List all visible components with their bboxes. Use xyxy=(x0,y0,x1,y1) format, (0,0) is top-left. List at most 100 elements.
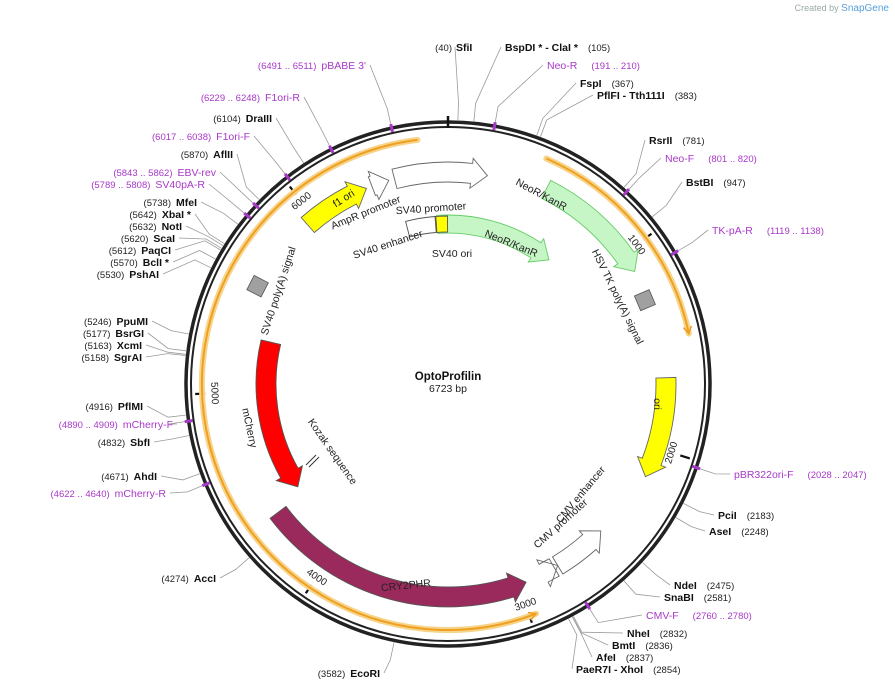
tick-label: 5000 xyxy=(208,382,220,405)
leader-line xyxy=(573,616,624,634)
orf-arc-backbone xyxy=(198,136,539,634)
leader-line xyxy=(253,135,287,176)
site-position: (4890 .. 4909) xyxy=(59,420,118,431)
restriction-site: BspDI * - ClaI *(105) xyxy=(473,42,610,122)
sv40-promoter-label: SV40 promoter xyxy=(395,200,467,217)
leader-line xyxy=(219,171,255,205)
site-position: (5870) xyxy=(181,150,208,161)
site-name: NheI xyxy=(627,628,650,640)
created-by-text: Created by xyxy=(794,3,839,13)
site-name: RsrII xyxy=(649,135,672,147)
site-name: XcmI xyxy=(117,340,142,352)
kozak-mark xyxy=(308,456,320,468)
site-name: Neo-R xyxy=(547,60,578,72)
restriction-site: BstBI(947) xyxy=(652,177,746,218)
primer-marker xyxy=(692,464,701,471)
cry2phr-label: CRY2PHR xyxy=(380,577,431,594)
site-name: AflII xyxy=(213,149,233,161)
primer-marker xyxy=(243,211,252,220)
site-name: SV40pA-R xyxy=(155,179,205,191)
site-name: NdeI xyxy=(674,580,697,592)
leader-line xyxy=(536,82,577,136)
primer-marker xyxy=(670,249,679,256)
primer-site: pBABE 3'(6491 .. 6511) xyxy=(258,60,394,133)
leader-line xyxy=(572,616,609,646)
site-name: PciI xyxy=(718,510,737,522)
leader-line xyxy=(652,181,683,218)
site-position: (2854) xyxy=(653,665,680,676)
primer-marker xyxy=(328,145,335,154)
leader-line xyxy=(698,467,731,475)
site-position: (105) xyxy=(588,43,610,54)
site-position: (5570) xyxy=(110,258,137,269)
kozak-mark xyxy=(305,454,317,466)
restriction-site: BclI *(5570) xyxy=(110,250,216,269)
leader-line xyxy=(642,562,671,586)
snapgene-branding: Created by SnapGene xyxy=(795,3,889,14)
primer-site: mCherry-F(4890 .. 4909) xyxy=(59,419,193,431)
restriction-site: AhdI (4671) xyxy=(101,471,200,483)
leader-line xyxy=(185,225,224,247)
site-name: AhdI xyxy=(134,471,157,483)
site-name: SnaBI xyxy=(664,592,694,604)
restriction-site: ScaI(5620) xyxy=(121,233,222,249)
ampr-promoter-arrow xyxy=(367,170,390,201)
leader-line xyxy=(168,421,187,425)
site-position: (4671) xyxy=(101,472,128,483)
site-name: EBV-rev xyxy=(177,167,216,179)
restriction-site: SnaBI(2581) xyxy=(623,580,731,604)
primer-site: TK-pA-R(1119 .. 1138) xyxy=(670,225,824,256)
site-position: (5177) xyxy=(83,329,110,340)
leader-line xyxy=(303,96,331,148)
leader-line xyxy=(675,517,706,532)
restriction-site: NheI (2832) xyxy=(573,616,687,640)
site-name: XbaI * xyxy=(162,209,192,221)
primer-marker xyxy=(201,481,211,488)
leader-line xyxy=(153,435,190,443)
site-labels: SfiI(40)BspDI * - ClaI *(105)Neo-R(191 .… xyxy=(51,42,867,680)
leader-line xyxy=(473,46,502,122)
site-name: PflMI xyxy=(118,401,143,413)
primer-site: Neo-F(801 .. 820) xyxy=(622,153,757,197)
site-name: NotI xyxy=(162,221,182,233)
restriction-site: DraIII(6104) xyxy=(213,113,305,164)
site-position: (781) xyxy=(682,136,704,147)
primer-site: CMV-F(2760 .. 2780) xyxy=(584,601,752,624)
site-position: (5158) xyxy=(82,353,109,364)
leader-line xyxy=(275,117,305,164)
restriction-site: FspI(367) xyxy=(536,78,634,136)
site-position: (4832) xyxy=(98,438,125,449)
site-position: (4274) xyxy=(161,574,188,585)
site-position: (3582) xyxy=(318,669,345,680)
leader-line xyxy=(145,344,186,355)
primer-marker xyxy=(584,601,592,610)
cmv-enhancer-arrow xyxy=(551,530,602,575)
site-name: BsrGI xyxy=(115,328,144,340)
site-position: (2836) xyxy=(645,641,672,652)
mcherry-arrow xyxy=(255,339,304,488)
hsv-tk-polya-box xyxy=(633,289,656,312)
restriction-site: EcoRI(3582) xyxy=(318,642,395,680)
restriction-site: SbfI(4832) xyxy=(98,435,190,449)
site-name: AfeI xyxy=(596,652,616,664)
leader-line xyxy=(568,618,578,670)
restriction-site: RsrII (781) xyxy=(623,135,705,188)
site-position: (5246) xyxy=(84,317,111,328)
site-name: CMV-F xyxy=(646,610,679,622)
site-position: (5632) xyxy=(129,222,156,233)
sv40-promoter-arrow xyxy=(391,157,489,190)
leader-line xyxy=(454,46,459,121)
restriction-site: BsrGI (5177) xyxy=(83,328,187,352)
site-position: (5642) xyxy=(129,210,156,221)
primer-site: EBV-rev(5843 .. 5862) xyxy=(113,167,260,210)
sv40-ori-label: SV40 ori xyxy=(432,248,472,260)
primer-marker xyxy=(252,201,260,210)
plasmid-name: OptoProfilin xyxy=(415,371,481,383)
primer-marker xyxy=(622,188,631,197)
site-position: (2832) xyxy=(660,629,687,640)
restriction-site: PflMI(4916) xyxy=(85,401,186,418)
restriction-site: AfeI(2837) xyxy=(571,616,653,664)
site-name: ScaI xyxy=(153,233,175,245)
leader-line xyxy=(623,139,646,188)
